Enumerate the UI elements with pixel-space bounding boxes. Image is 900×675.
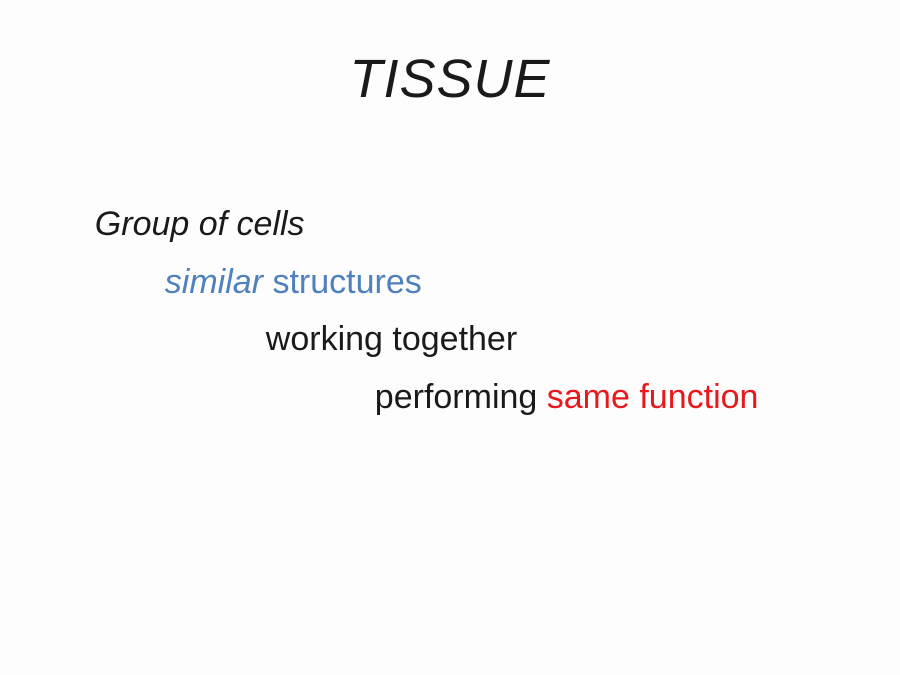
slide-title: TISSUE xyxy=(349,49,551,109)
body-line-group-of-cells: Group of cells xyxy=(57,166,305,283)
text-working-together: working together xyxy=(265,320,518,358)
text-structures: structures xyxy=(263,263,422,301)
body-line-working-together: working together xyxy=(228,281,517,398)
text-similar: similar xyxy=(164,263,264,301)
text-performing: performing xyxy=(374,378,547,416)
body-line-performing-same-function: performing same function xyxy=(337,339,759,456)
body-line-similar-structures: similar structures xyxy=(127,224,422,341)
text-group-of-cells: Group of cells xyxy=(94,205,305,243)
text-same-function: same function xyxy=(546,378,759,416)
